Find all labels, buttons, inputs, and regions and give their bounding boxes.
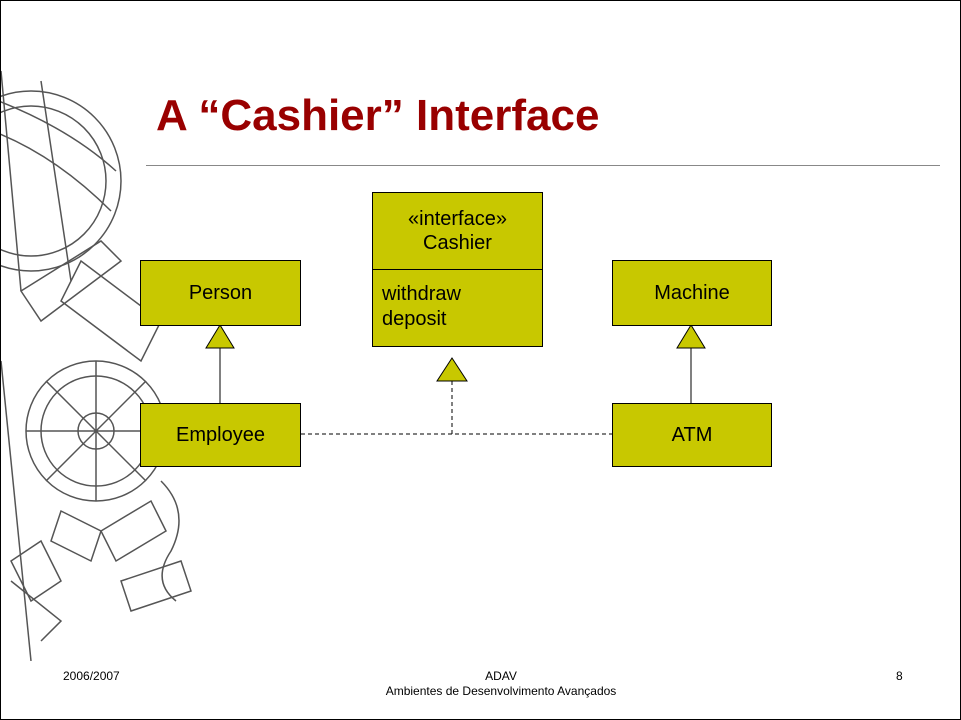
- machine-generalization-arrowhead: [676, 324, 706, 349]
- person-generalization-arrowhead: [205, 324, 235, 349]
- slide-title: A “Cashier” Interface: [156, 91, 600, 140]
- title-divider: [146, 165, 940, 166]
- atm-class-box: ATM: [612, 403, 772, 467]
- operation-deposit: deposit: [382, 308, 447, 330]
- astrolabe-watermark-image: [1, 70, 192, 661]
- footer-course: ADAV Ambientes de Desenvolvimento Avança…: [301, 669, 701, 699]
- employee-class-name: Employee: [176, 423, 265, 446]
- interface-header: «interface» Cashier: [373, 193, 542, 270]
- machine-class-box: Machine: [612, 260, 772, 326]
- employee-class-box: Employee: [140, 403, 301, 467]
- interface-name: Cashier: [423, 232, 492, 254]
- footer-course-name: Ambientes de Desenvolvimento Avançados: [385, 684, 617, 698]
- cashier-realization-arrowhead: [436, 357, 468, 382]
- machine-class-name: Machine: [654, 281, 730, 304]
- interface-stereotype: «interface»: [408, 208, 507, 230]
- atm-class-name: ATM: [671, 423, 713, 446]
- operation-withdraw: withdraw: [382, 283, 461, 305]
- interface-operations: withdraw deposit: [373, 270, 542, 332]
- person-class-box: Person: [140, 260, 301, 326]
- page-number: 8: [896, 669, 903, 683]
- person-class-name: Person: [188, 281, 253, 304]
- cashier-interface-box: «interface» Cashier withdraw deposit: [372, 192, 543, 347]
- footer-date: 2006/2007: [63, 669, 120, 683]
- footer-course-code: ADAV: [485, 669, 517, 683]
